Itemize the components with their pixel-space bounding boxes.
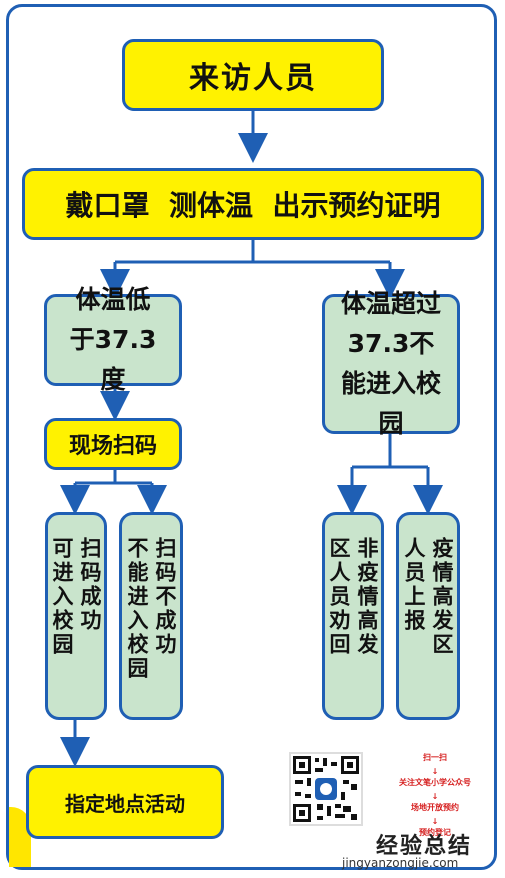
node-scan-on-site-label: 现场扫码 bbox=[68, 434, 157, 459]
corner-accent bbox=[9, 807, 31, 867]
node-scan-fail: 扫码不成功 不能进入校园 bbox=[119, 512, 183, 720]
qr-note-scan: 扫一扫 bbox=[423, 753, 447, 762]
qr-note-arrow-2: ↓ bbox=[431, 792, 439, 801]
node-designated-area-label: 指定地点活动 bbox=[65, 791, 185, 816]
qr-note-register: 预约登记 bbox=[419, 828, 451, 837]
watermark-url: jingyanzongjie.com bbox=[342, 856, 459, 870]
node-scan-fail-col1: 扫码不成功 bbox=[153, 537, 177, 657]
node-epidemic-col1: 疫情高发区 bbox=[430, 537, 454, 657]
node-visitor: 来访人员 bbox=[122, 39, 384, 111]
node-scan-success-col1: 扫码成功 bbox=[78, 537, 102, 633]
node-requirements-label: 戴口罩 测体温 出示预约证明 bbox=[65, 189, 441, 222]
qr-code-icon bbox=[289, 752, 363, 826]
node-scan-fail-col2: 不能进入校园 bbox=[125, 537, 149, 681]
node-temp-high-label: 体温超过37.3不能进入校园 bbox=[340, 289, 441, 438]
node-designated-area: 指定地点活动 bbox=[26, 765, 224, 839]
node-visitor-label: 来访人员 bbox=[189, 61, 317, 96]
qr-note-follow: 关注文笔小学公众号 bbox=[399, 778, 471, 787]
node-scan-on-site: 现场扫码 bbox=[44, 418, 182, 470]
watermark-chinese: 经验总结 bbox=[376, 834, 473, 859]
node-requirements: 戴口罩 测体温 出示预约证明 bbox=[22, 168, 484, 240]
node-epidemic-col2: 人员上报 bbox=[402, 537, 426, 633]
node-epidemic: 疫情高发区 人员上报 bbox=[396, 512, 460, 720]
qr-note-venue: 场地开放预约 bbox=[411, 803, 459, 812]
qr-notes: 扫一扫 ↓ 关注文笔小学公众号 ↓ 场地开放预约 ↓ 预约登记 bbox=[370, 752, 500, 842]
qr-note-arrow-3: ↓ bbox=[431, 817, 439, 826]
qr-note-arrow-1: ↓ bbox=[431, 767, 439, 776]
node-non-epidemic-col2: 区人员劝回 bbox=[327, 537, 351, 657]
node-scan-success: 扫码成功 可进入校园 bbox=[45, 512, 107, 720]
node-scan-success-col2: 可进入校园 bbox=[50, 537, 74, 657]
node-temp-low-label: 体温低于37.3度 bbox=[69, 285, 157, 394]
node-non-epidemic: 非疫情高发 区人员劝回 bbox=[322, 512, 384, 720]
node-temp-low: 体温低于37.3度 bbox=[44, 285, 182, 394]
node-non-epidemic-col1: 非疫情高发 bbox=[355, 537, 379, 657]
node-temp-high: 体温超过37.3不能进入校园 bbox=[322, 289, 460, 438]
